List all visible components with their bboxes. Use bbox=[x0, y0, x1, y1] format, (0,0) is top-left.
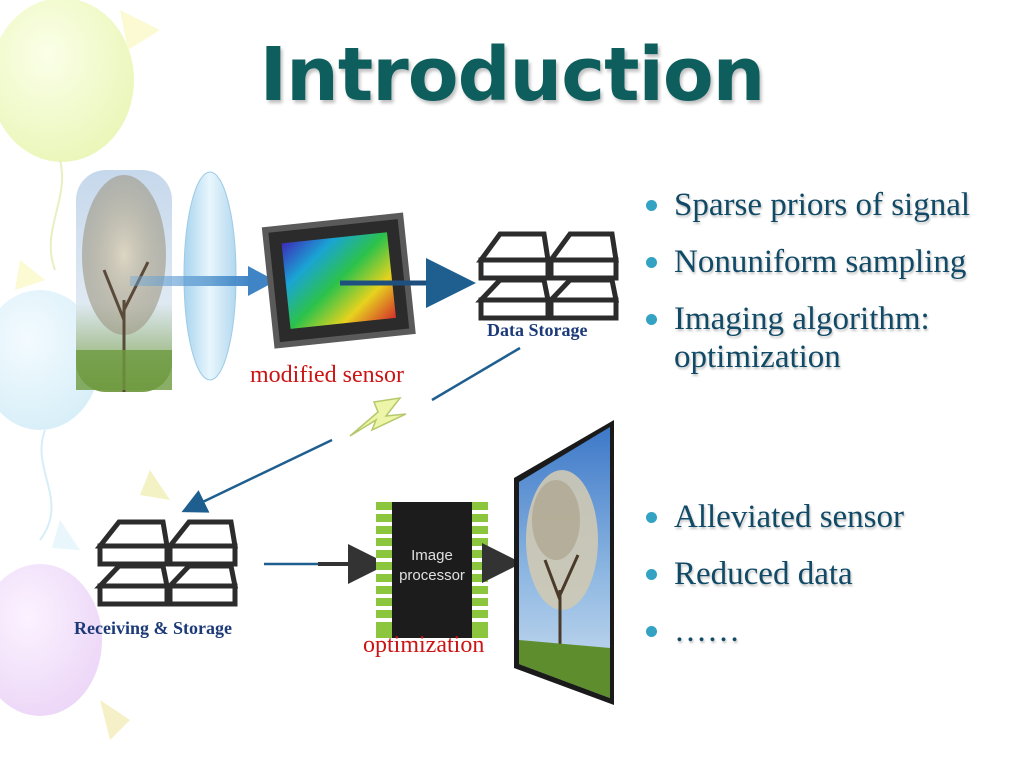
tree-scene-image bbox=[76, 170, 172, 392]
bullet-item: Reduced data bbox=[640, 555, 1024, 593]
bullet-dot-icon bbox=[646, 200, 657, 211]
bullet-item: Nonuniform sampling bbox=[640, 243, 1024, 281]
transmission-line-lower bbox=[181, 438, 333, 513]
slide-title: Introduction bbox=[259, 32, 766, 118]
bullet-text: Alleviated sensor bbox=[674, 499, 905, 535]
bullet-dot-icon bbox=[646, 626, 657, 637]
output-image bbox=[514, 420, 614, 705]
receiving-storage-icon bbox=[94, 519, 239, 607]
bullet-text: Reduced data bbox=[674, 556, 853, 592]
bullet-list-bottom: Alleviated sensor Reduced data …… bbox=[640, 498, 1024, 669]
optimization-label: optimization bbox=[363, 632, 485, 658]
bullet-text: …… bbox=[674, 613, 740, 649]
receiving-storage-label: Receiving & Storage bbox=[74, 618, 232, 638]
bullet-dot-icon bbox=[646, 512, 657, 523]
bullet-item: Imaging algorithm: optimization bbox=[640, 300, 1024, 376]
bullet-item: …… bbox=[640, 612, 1024, 650]
wireless-lightning-icon bbox=[349, 396, 407, 437]
bullet-dot-icon bbox=[646, 569, 657, 580]
modified-sensor-label: modified sensor bbox=[250, 362, 404, 388]
data-storage-icon bbox=[475, 231, 620, 321]
light-beam-arrow bbox=[130, 266, 276, 296]
image-processor-chip: Image processor bbox=[376, 502, 488, 638]
bullet-item: Sparse priors of signal bbox=[640, 186, 1024, 224]
chip-text-line1: Image bbox=[411, 547, 453, 564]
bullet-dot-icon bbox=[646, 257, 657, 268]
transmission-line-upper bbox=[431, 346, 521, 402]
bullet-dot-icon bbox=[646, 314, 657, 325]
bullet-list-top: Sparse priors of signal Nonuniform sampl… bbox=[640, 186, 1024, 395]
bullet-text: Nonuniform sampling bbox=[674, 244, 967, 280]
chip-text-line2: processor bbox=[399, 567, 465, 584]
bullet-text: Imaging algorithm: optimization bbox=[674, 301, 930, 375]
bullet-text: Sparse priors of signal bbox=[674, 187, 971, 223]
data-storage-label: Data Storage bbox=[487, 320, 588, 340]
image-sensor-chip bbox=[261, 212, 416, 349]
bullet-item: Alleviated sensor bbox=[640, 498, 1024, 536]
